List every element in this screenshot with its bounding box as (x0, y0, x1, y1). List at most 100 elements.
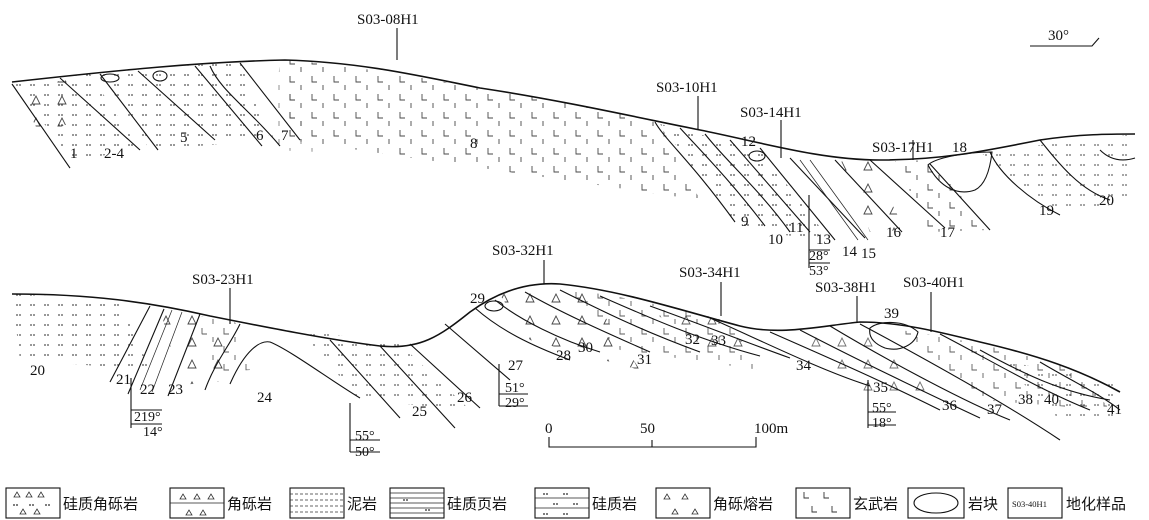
sample-label: S03-10H1 (656, 80, 718, 96)
attitude-dir: 51° (505, 381, 525, 396)
legend-label: 硅质角砾岩 (63, 496, 138, 513)
unit-label: 6 (256, 128, 264, 144)
attitude-dip: 18° (872, 416, 892, 431)
attitude-dir: 28° (809, 249, 829, 264)
legend-label: 硅质岩 (592, 496, 637, 513)
unit-label: 17 (940, 225, 956, 241)
unit-label: 35 (873, 380, 888, 396)
sample-box-icon (1007, 487, 1063, 519)
legend-sample-text: S03-40H1 (1012, 499, 1047, 509)
unit-label: 28 (556, 348, 571, 364)
unit-label: 40 (1044, 392, 1059, 408)
unit-label: 15 (861, 246, 876, 262)
sample-label: S03-34H1 (679, 265, 741, 281)
lower-surface-line (11, 282, 1121, 393)
legend-label: 玄武岩 (853, 496, 898, 513)
rock-block-icon (152, 70, 168, 82)
sample-label: S03-38H1 (815, 280, 877, 296)
legend-item: 泥岩 (289, 487, 377, 519)
unit-label: 7 (281, 128, 289, 144)
sample-label: S03-08H1 (357, 12, 419, 28)
unit-label: 41 (1107, 402, 1122, 418)
legend: 硅质角砾岩 角砾岩 泥岩 硅质页岩 (5, 487, 1126, 519)
sample-label: S03-32H1 (492, 243, 554, 259)
legend-label: 岩块 (968, 496, 998, 513)
siliceous-rock-icon (534, 487, 590, 519)
rock-block-icon (100, 73, 120, 83)
sample-label: S03-17H1 (872, 140, 934, 156)
legend-item: 角砾熔岩 (655, 487, 773, 519)
rock-block-icon (913, 492, 959, 514)
basalt-icon (795, 487, 851, 519)
unit-label: 18 (952, 140, 967, 156)
attitude-dip: 14° (143, 425, 163, 440)
unit-label: 8 (470, 136, 478, 152)
upper-section: S03-08H1 S03-10H1 S03-14H1 S03-17H1 1 2-… (11, 12, 1136, 279)
unit-label: 14 (842, 244, 858, 260)
legend-item: 硅质角砾岩 (5, 487, 138, 519)
legend-label: 硅质页岩 (447, 496, 507, 513)
scale-start: 0 (545, 421, 553, 437)
lower-contacts (109, 289, 1121, 441)
upper-contacts (11, 62, 1136, 241)
unit-label: 32 (685, 332, 700, 348)
rock-block-icon (484, 300, 504, 312)
legend-item: 玄武岩 (795, 487, 898, 519)
legend-label: 角砾岩 (227, 496, 272, 513)
sample-label: S03-40H1 (903, 275, 965, 291)
unit-label: 5 (180, 130, 188, 146)
unit-label: 23 (168, 382, 183, 398)
legend-label: 地化样品 (1066, 496, 1126, 513)
orientation-indicator: 30° (1030, 28, 1100, 47)
scale-bar: 0 50 100m (545, 421, 789, 448)
unit-label: 9 (741, 214, 749, 230)
unit-label: 29 (470, 291, 485, 307)
legend-item: 硅质页岩 (389, 487, 507, 519)
unit-label: 25 (412, 404, 427, 420)
unit-label: 13 (816, 232, 831, 248)
unit-label: 31 (637, 352, 652, 368)
unit-label: 30 (578, 340, 593, 356)
upper-surface-line (11, 59, 1136, 161)
unit-label: 11 (789, 220, 803, 236)
unit-label: 34 (796, 358, 812, 374)
legend-label: 角砾熔岩 (713, 496, 773, 513)
unit-label: 33 (711, 333, 726, 349)
legend-item: 角砾岩 (169, 487, 272, 519)
unit-label: 27 (508, 358, 524, 374)
brecciated-lava-icon (655, 487, 711, 519)
attitude-dir: 55° (355, 429, 375, 444)
unit-39-fill (869, 321, 919, 350)
siliceous-breccia-icon (5, 487, 61, 519)
unit-label: 37 (987, 402, 1003, 418)
scale-end: 100m (754, 421, 789, 437)
unit-label: 16 (886, 225, 902, 241)
unit-label: 10 (768, 232, 783, 248)
attitude-dir: 219° (134, 410, 161, 425)
unit-label: 20 (1099, 193, 1114, 209)
unit-label: 21 (116, 372, 131, 388)
unit-label: 36 (942, 398, 958, 414)
sample-label: S03-14H1 (740, 105, 802, 121)
unit-8-basalt-fill (285, 60, 700, 200)
unit-label: 24 (257, 390, 273, 406)
orientation-arrow-icon (1030, 37, 1100, 47)
legend-item: 硅质岩 (534, 487, 637, 519)
unit-label: 22 (140, 382, 155, 398)
legend-item: S03-40H1 地化样品 (1007, 487, 1126, 519)
legend-label: 泥岩 (347, 496, 377, 513)
rock-block-icon (748, 150, 766, 162)
unit-label: 39 (884, 306, 899, 322)
attitude-dir: 55° (872, 401, 892, 416)
unit-label: 20 (30, 363, 45, 379)
unit-label: 12 (741, 134, 756, 150)
unit-label: 1 (70, 146, 78, 162)
sample-label: S03-23H1 (192, 272, 254, 288)
attitude-dip: 53° (809, 264, 829, 279)
attitude-dip: 29° (505, 396, 525, 411)
orientation-label: 30° (1048, 28, 1069, 44)
unit-label: 38 (1018, 392, 1033, 408)
legend-item: 岩块 (907, 487, 998, 519)
unit-label: 2-4 (104, 146, 124, 162)
